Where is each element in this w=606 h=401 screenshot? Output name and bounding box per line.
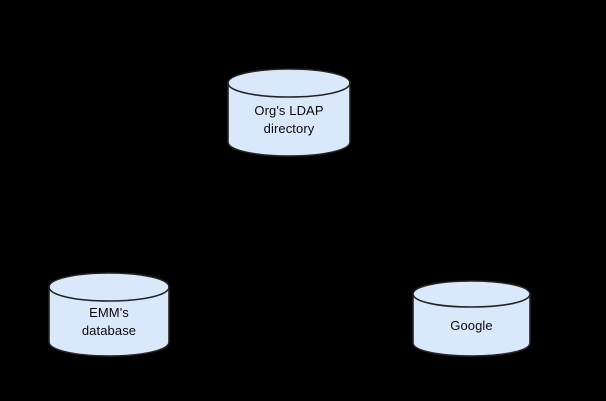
database-cylinder-icon <box>227 68 351 157</box>
database-node-google[interactable]: Google <box>412 280 531 357</box>
database-node-emm-database[interactable]: EMM's database <box>48 272 170 357</box>
database-cylinder-icon <box>48 272 170 357</box>
database-cylinder-icon <box>412 280 531 357</box>
database-node-org-ldap-directory[interactable]: Org's LDAP directory <box>227 68 351 157</box>
